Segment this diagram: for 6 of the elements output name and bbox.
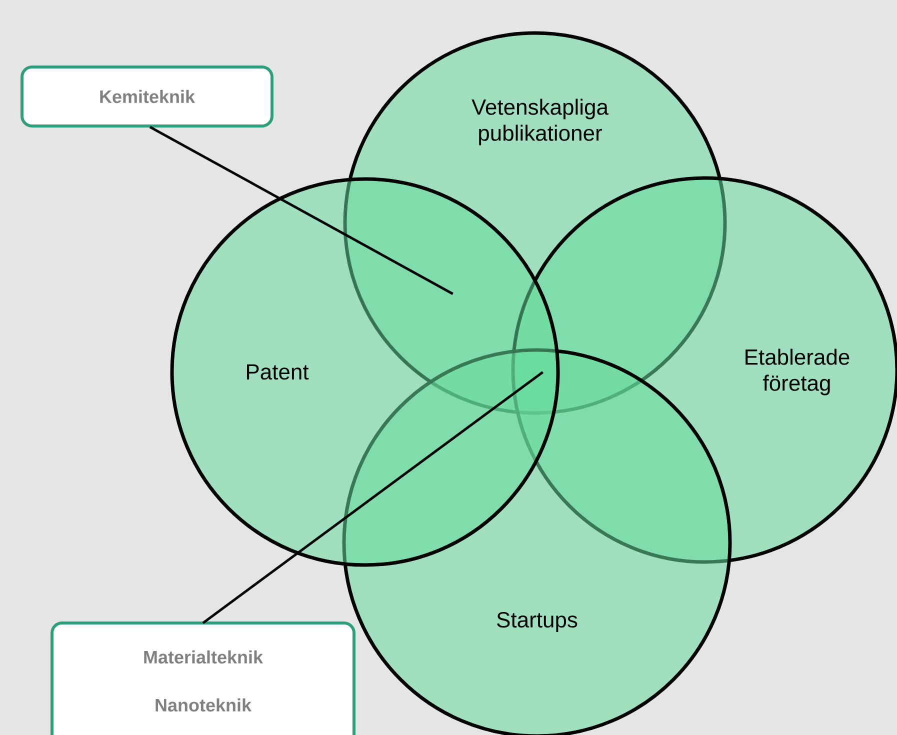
- leader-line: [149, 126, 454, 295]
- overlap-area: [513, 350, 558, 413]
- label-box: Materialteknik Nanoteknik: [50, 622, 356, 735]
- leader-line: [202, 371, 544, 624]
- overlap-area: [345, 179, 558, 413]
- label-box: Kemiteknik: [20, 66, 274, 128]
